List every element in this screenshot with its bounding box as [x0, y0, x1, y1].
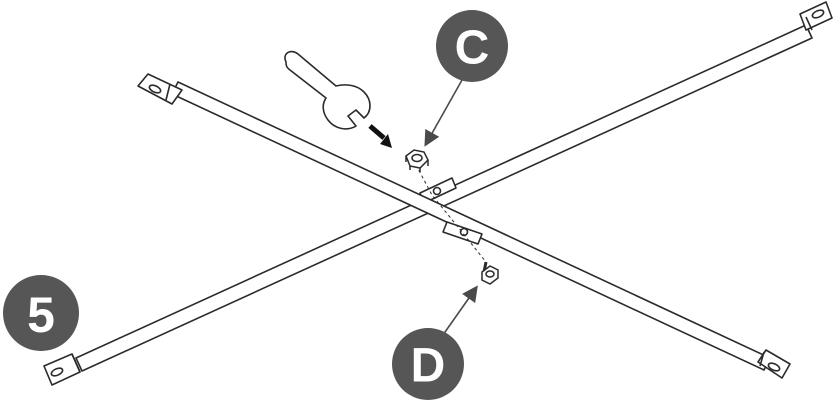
- crossbar-falling-bolt-hole: [459, 227, 469, 237]
- part-label-c-text: C: [455, 22, 490, 75]
- crossbar-rising: [43, 1, 833, 386]
- hex-bolt-icon: [481, 261, 499, 285]
- step-number-circle: [3, 275, 79, 351]
- crossbar-rising-tube: [75, 24, 813, 372]
- crossbar-rising-end-right: [799, 1, 833, 31]
- step-number-text: 5: [27, 287, 55, 343]
- label-c-leader: [424, 79, 463, 147]
- crossbar-falling-end-right: [757, 349, 791, 379]
- part-label-c-circle: [436, 10, 508, 82]
- hex-nut-icon: [405, 149, 429, 172]
- part-label-d-text: D: [411, 340, 446, 393]
- step-number-badge: 5: [3, 275, 79, 351]
- crossbar-rising-end-left: [43, 353, 81, 386]
- arrow-icon: [368, 124, 392, 148]
- wrench-icon: [284, 50, 371, 130]
- crossbar-rising-bolt-hole: [432, 186, 442, 196]
- crossbar-falling-tube: [171, 81, 771, 371]
- part-label-c: C: [436, 10, 508, 82]
- part-label-d: D: [392, 328, 464, 400]
- crossbar-falling-end-left: [137, 73, 183, 105]
- part-label-d-circle: [392, 328, 464, 400]
- crossbar-falling: [137, 73, 791, 379]
